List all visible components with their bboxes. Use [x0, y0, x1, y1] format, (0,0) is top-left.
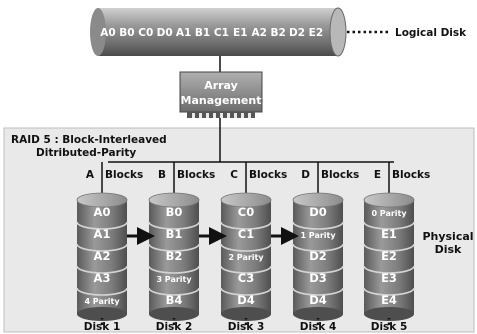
disk-name: Disk 2: [156, 321, 193, 333]
parity-block: 4 Parity: [84, 297, 120, 306]
disk-segment-divider: [76, 221, 128, 230]
disk-block-letter: B: [158, 169, 166, 181]
logical-block: E2: [309, 27, 323, 39]
logical-disk-label: Logical Disk: [395, 27, 467, 39]
disk-name: Disk 1: [84, 321, 121, 333]
logical-block: D2: [289, 27, 305, 39]
disk-segment-divider: [363, 287, 415, 296]
disk-name: Disk 5: [371, 321, 408, 333]
disk-segment-divider: [76, 287, 128, 296]
parity-block: 2 Parity: [228, 253, 264, 262]
disk-segment-divider: [148, 265, 200, 274]
data-block: B2: [166, 249, 183, 263]
disk-segment-divider: [76, 243, 128, 252]
disk-top-cap: [292, 192, 344, 208]
data-block: E2: [381, 249, 397, 263]
disk-top-cap: [363, 192, 415, 208]
disk-segment-divider: [220, 221, 272, 230]
logical-block: C1: [214, 27, 229, 39]
logical-disk-cylinder: [90, 7, 347, 57]
array-management-line2: Management: [181, 94, 262, 107]
disk-segment-divider: [148, 243, 200, 252]
disk-segment-divider: [292, 243, 344, 252]
data-block: D2: [309, 249, 327, 263]
disk-segment-divider: [292, 287, 344, 296]
logical-block: D0: [157, 27, 173, 39]
data-block: D4: [237, 293, 255, 307]
data-block: C0: [238, 205, 254, 219]
logical-block: A0: [100, 27, 115, 39]
disk-bottom: [221, 307, 271, 321]
disk-name: Disk 4: [300, 321, 337, 333]
disk-segment-divider: [148, 221, 200, 230]
data-block: A2: [94, 249, 111, 263]
parity-block: 0 Parity: [371, 209, 407, 218]
data-block: A3: [94, 271, 111, 285]
data-block: E4: [381, 293, 397, 307]
disk-block-letter: D: [301, 169, 310, 181]
data-block: D4: [309, 293, 327, 307]
disk-bottom: [293, 307, 343, 321]
disk-segment-divider: [76, 265, 128, 274]
logical-block: A1: [176, 27, 191, 39]
disk-blocks-label: Blocks: [177, 169, 215, 181]
disk-segment-divider: [220, 243, 272, 252]
raid-title-line2: Ditributed-Parity: [36, 147, 136, 159]
data-block: D3: [309, 271, 327, 285]
data-block: C1: [238, 227, 254, 241]
disk-segment-divider: [148, 287, 200, 296]
disk-blocks-label: Blocks: [249, 169, 287, 181]
logical-block: E1: [233, 27, 247, 39]
array-management-line1: Array: [204, 79, 238, 92]
disk-segment-divider: [363, 221, 415, 230]
logical-block: C0: [138, 27, 153, 39]
data-block: A0: [94, 205, 111, 219]
physical-disk-line1: Physical: [422, 230, 473, 243]
logical-block: A2: [251, 27, 266, 39]
disk-top-cap: [148, 192, 200, 208]
disk-block-letter: C: [230, 169, 238, 181]
disk-blocks-label: Blocks: [105, 169, 143, 181]
disk-block-letter: A: [86, 169, 95, 181]
array-management-box: [179, 71, 263, 118]
disk-segment-divider: [292, 265, 344, 274]
disk-segment-divider: [220, 287, 272, 296]
logical-block: B0: [119, 27, 134, 39]
disk-segment-divider: [363, 265, 415, 274]
logical-block: B2: [270, 27, 285, 39]
logical-block: B1: [195, 27, 210, 39]
disk-segment-divider: [220, 265, 272, 274]
data-block: E3: [381, 271, 397, 285]
data-block: B4: [166, 293, 183, 307]
disk-bottom: [364, 307, 414, 321]
raid-title-line1: RAID 5 : Block-Interleaved: [11, 134, 167, 146]
disk-blocks-label: Blocks: [321, 169, 359, 181]
data-block: C3: [238, 271, 254, 285]
disk-top-cap: [76, 192, 128, 208]
data-block: B1: [166, 227, 183, 241]
parity-block: 1 Parity: [300, 231, 336, 240]
disk-segment-divider: [292, 221, 344, 230]
physical-disk-line2: Disk: [435, 243, 462, 256]
disk-name: Disk 3: [228, 321, 265, 333]
disk-top-cap: [220, 192, 272, 208]
data-block: B0: [166, 205, 183, 219]
disk-block-letter: E: [374, 169, 381, 181]
data-block: D0: [309, 205, 327, 219]
disk-bottom: [149, 307, 199, 321]
data-block: E1: [381, 227, 397, 241]
disk-segment-divider: [363, 243, 415, 252]
disk-blocks-label: Blocks: [392, 169, 430, 181]
disk-bottom: [77, 307, 127, 321]
data-block: A1: [94, 227, 111, 241]
parity-block: 3 Parity: [156, 275, 192, 284]
